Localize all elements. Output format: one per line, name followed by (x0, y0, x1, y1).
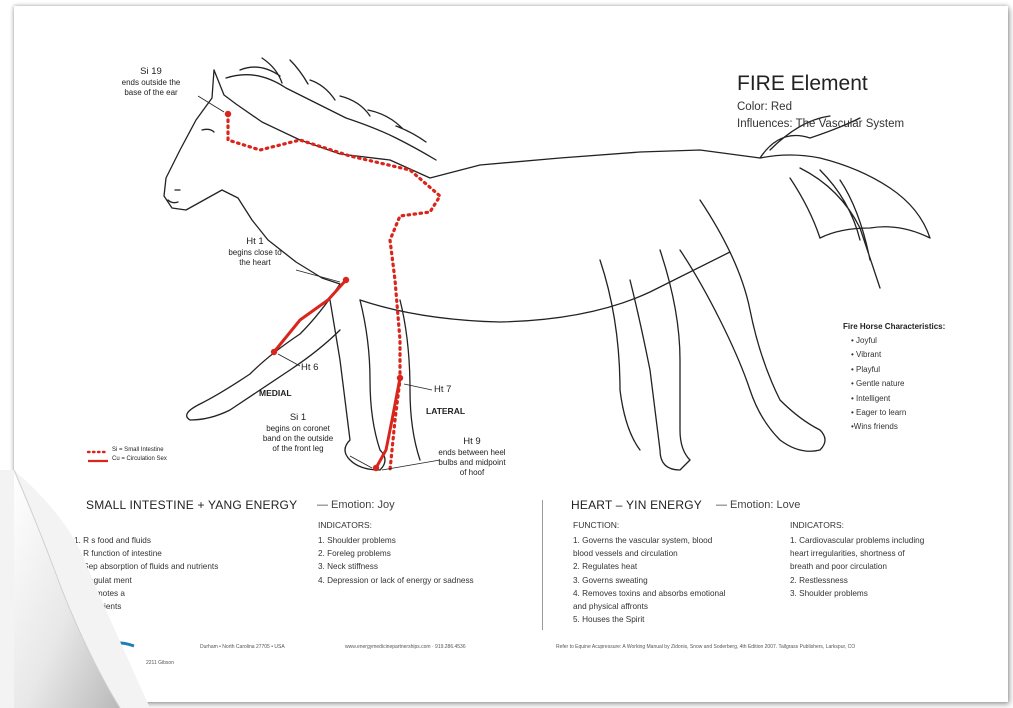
list-item: 1. Governs the vascular system, blood (573, 534, 725, 547)
list-item: breath and poor circulation (790, 560, 924, 573)
list-item: • Gentle nature (851, 377, 906, 391)
list-item: 3. Neck stiffness (318, 560, 474, 573)
list-item: • Playful (851, 363, 906, 377)
section-divider (542, 500, 543, 630)
heart-heading: HEART – YIN ENERGY (571, 498, 702, 512)
footer-website: www.energymedicinepartnerships.com · 919… (345, 644, 466, 650)
page-title: FIRE Element (737, 72, 868, 96)
heart-indicators-list: 1. Cardiovascular problems including hea… (790, 534, 924, 600)
ht1-point (343, 277, 349, 283)
si1-label: Si 1 begins on coronet band on the outsi… (246, 412, 350, 454)
small-intestine-emotion: — Emotion: Joy (317, 499, 395, 511)
list-item: • Eager to learn (851, 406, 906, 420)
footer-address-a: 2211 Gibson (146, 660, 174, 666)
page-curl (0, 470, 150, 708)
influences-line: Influences: The Vascular System (737, 118, 904, 130)
characteristics-list: • Joyful • Vibrant • Playful • Gentle na… (851, 334, 906, 435)
medial-label: MEDIAL (259, 388, 292, 398)
heart-functions: 1. Governs the vascular system, blood bl… (573, 534, 725, 626)
list-item: 3. Shoulder problems (790, 587, 924, 600)
lateral-label: LATERAL (426, 406, 465, 416)
list-item: 4. Depression or lack of energy or sadne… (318, 574, 474, 587)
list-item: 1. Shoulder problems (318, 534, 474, 547)
list-item: 1. Cardiovascular problems including (790, 534, 924, 547)
list-item: 5. Houses the Spirit (573, 613, 725, 626)
heart-emotion: — Emotion: Love (716, 499, 800, 511)
ht9-label: Ht 9 ends between heel bulbs and midpoin… (424, 436, 520, 478)
ht7-point (397, 375, 403, 381)
footer-reference: Refer to Equine Acupressure: A Working M… (556, 644, 855, 650)
si-indicators-heading: INDICATORS: (318, 520, 372, 530)
heart-function-heading: FUNCTION: (573, 520, 619, 530)
list-item: 2. Regulates heat (573, 560, 725, 573)
si19-label: Si 19 ends outside the base of the ear (105, 66, 197, 98)
legend-cu: Cu = Circulation Sex (112, 456, 167, 462)
list-item: 4. Removes toxins and absorbs emotional (573, 587, 725, 600)
characteristics-heading: Fire Horse Characteristics: (843, 322, 945, 331)
ht6-label: Ht 6 (301, 362, 318, 373)
list-item: blood vessels and circulation (573, 547, 725, 560)
list-item: • Joyful (851, 334, 906, 348)
heart-indicators-heading: INDICATORS: (790, 520, 844, 530)
list-item: 2. Restlessness (790, 574, 924, 587)
si-indicators-list: 1. Shoulder problems 2. Foreleg problems… (318, 534, 474, 587)
list-item: and physical affronts (573, 600, 725, 613)
si19-point (225, 111, 231, 117)
list-item: •Wins friends (851, 420, 906, 434)
color-line: Color: Red (737, 101, 792, 113)
list-item: • Vibrant (851, 348, 906, 362)
list-item: 2. Foreleg problems (318, 547, 474, 560)
legend-si: Si = Small Intestine (112, 447, 164, 453)
ht7-label: Ht 7 (434, 384, 451, 395)
list-item: • Intelligent (851, 392, 906, 406)
list-item: 3. Governs sweating (573, 574, 725, 587)
ht1-label: Ht 1 begins close to the heart (212, 236, 298, 268)
footer-address-b: Durham • North Carolina 27705 • USA (200, 644, 285, 650)
ht9-point (373, 465, 379, 471)
ht6-point (271, 349, 277, 355)
list-item: heart irregularities, shortness of (790, 547, 924, 560)
